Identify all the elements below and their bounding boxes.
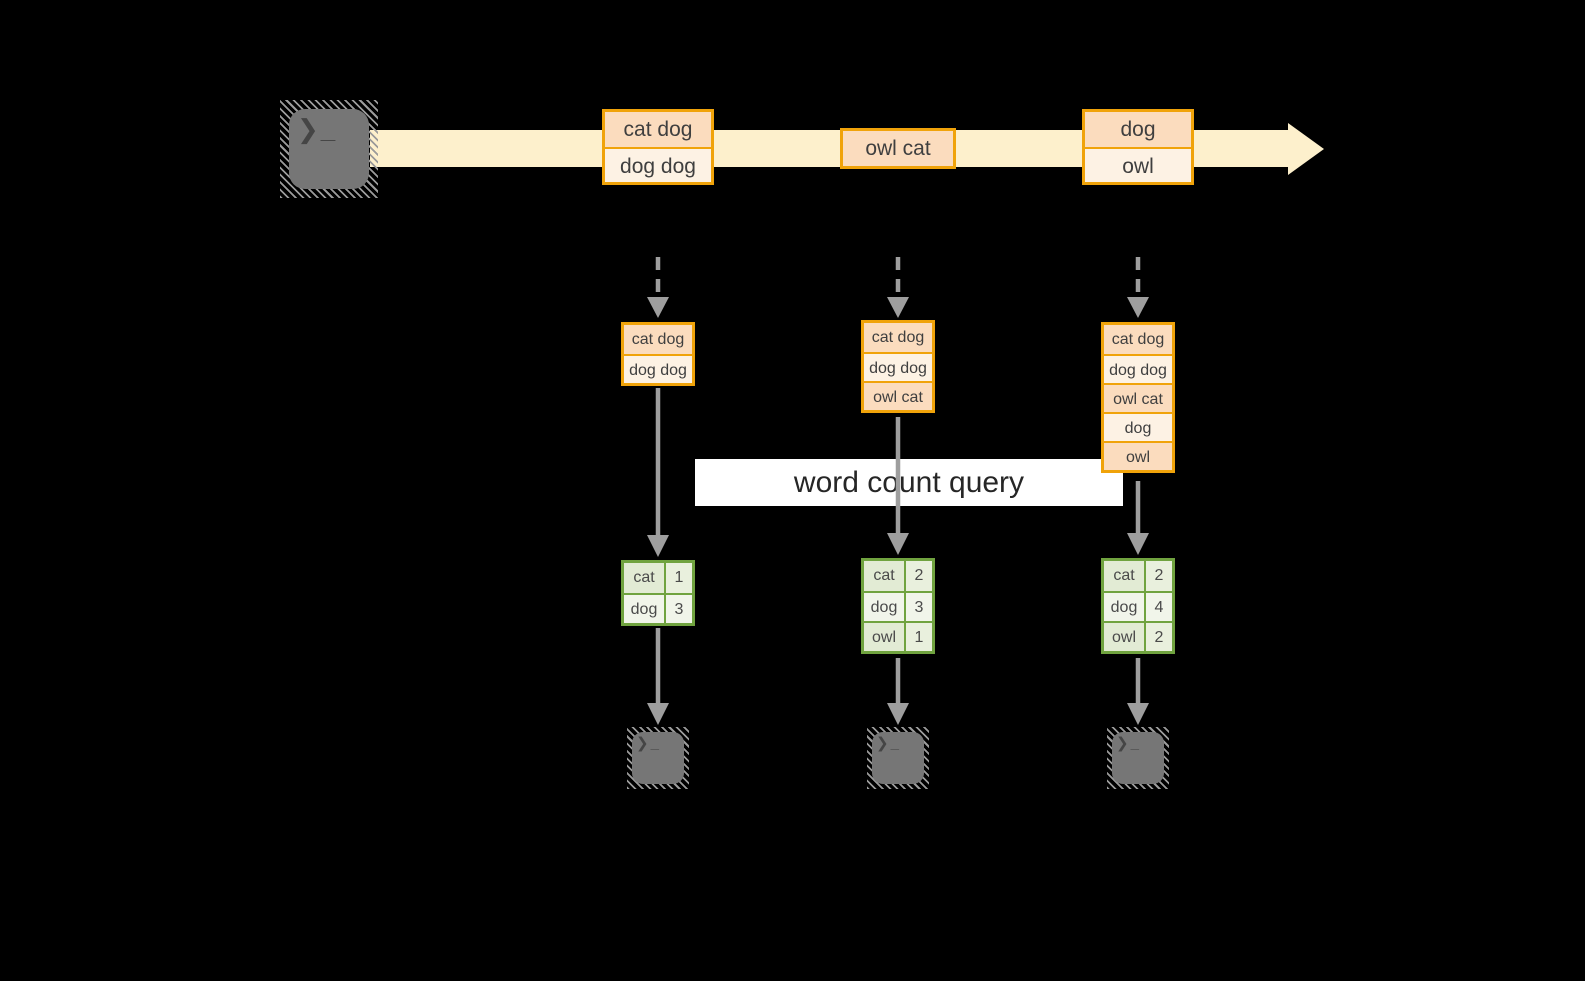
terminal-prompt-icon: ❯_ — [297, 114, 338, 144]
stream-item: cat dog — [605, 112, 711, 147]
terminal-icon: ❯_ — [1107, 727, 1169, 789]
count-row: owl 2 — [1104, 621, 1172, 651]
state-item: dog dog — [624, 354, 692, 383]
count-row: cat 2 — [864, 561, 932, 591]
stream-arrow-head-icon — [1288, 123, 1324, 175]
state-box: cat dog dog dog owl cat — [861, 320, 935, 413]
word-cell: owl — [1104, 623, 1146, 651]
state-item: owl — [1104, 441, 1172, 470]
state-item: owl cat — [864, 381, 932, 410]
state-box: cat dog dog dog — [621, 322, 695, 386]
count-row: dog 3 — [624, 593, 692, 623]
count-table: cat 2 dog 4 owl 2 — [1101, 558, 1175, 654]
count-table: cat 2 dog 3 owl 1 — [861, 558, 935, 654]
state-item: dog dog — [864, 352, 932, 381]
stream-item: owl — [1085, 147, 1191, 182]
terminal-icon: ❯_ — [280, 100, 378, 198]
terminal-body — [289, 109, 369, 189]
count-row: cat 2 — [1104, 561, 1172, 591]
word-cell: owl — [864, 623, 906, 651]
count-cell: 4 — [1146, 593, 1172, 621]
count-row: dog 3 — [864, 591, 932, 621]
terminal-prompt-icon: ❯_ — [876, 735, 901, 752]
count-cell: 2 — [1146, 561, 1172, 591]
count-cell: 2 — [1146, 623, 1172, 651]
stream-batch-box: owl cat — [840, 128, 956, 169]
stream-item: dog — [1085, 112, 1191, 147]
count-cell: 1 — [906, 623, 932, 651]
stream-item: owl cat — [843, 131, 953, 166]
query-label: word count query — [695, 459, 1123, 506]
count-cell: 2 — [906, 561, 932, 591]
word-cell: cat — [864, 561, 906, 591]
state-box: cat dog dog dog owl cat dog owl — [1101, 322, 1175, 473]
terminal-body — [1112, 732, 1164, 784]
count-row: cat 1 — [624, 563, 692, 593]
terminal-icon: ❯_ — [867, 727, 929, 789]
word-cell: cat — [624, 563, 666, 593]
state-item: dog — [1104, 412, 1172, 441]
count-cell: 1 — [666, 563, 692, 593]
count-row: owl 1 — [864, 621, 932, 651]
stream-batch-box: cat dog dog dog — [602, 109, 714, 185]
word-cell: dog — [624, 595, 666, 623]
count-table: cat 1 dog 3 — [621, 560, 695, 626]
state-item: cat dog — [864, 323, 932, 352]
state-item: cat dog — [624, 325, 692, 354]
stream-item: dog dog — [605, 147, 711, 182]
state-item: dog dog — [1104, 354, 1172, 383]
word-cell: dog — [864, 593, 906, 621]
terminal-icon: ❯_ — [627, 727, 689, 789]
word-cell: dog — [1104, 593, 1146, 621]
count-cell: 3 — [666, 595, 692, 623]
state-item: owl cat — [1104, 383, 1172, 412]
terminal-prompt-icon: ❯_ — [1116, 735, 1141, 752]
count-row: dog 4 — [1104, 591, 1172, 621]
terminal-body — [872, 732, 924, 784]
terminal-prompt-icon: ❯_ — [636, 735, 661, 752]
terminal-body — [632, 732, 684, 784]
stream-batch-box: dog owl — [1082, 109, 1194, 185]
word-cell: cat — [1104, 561, 1146, 591]
count-cell: 3 — [906, 593, 932, 621]
state-item: cat dog — [1104, 325, 1172, 354]
